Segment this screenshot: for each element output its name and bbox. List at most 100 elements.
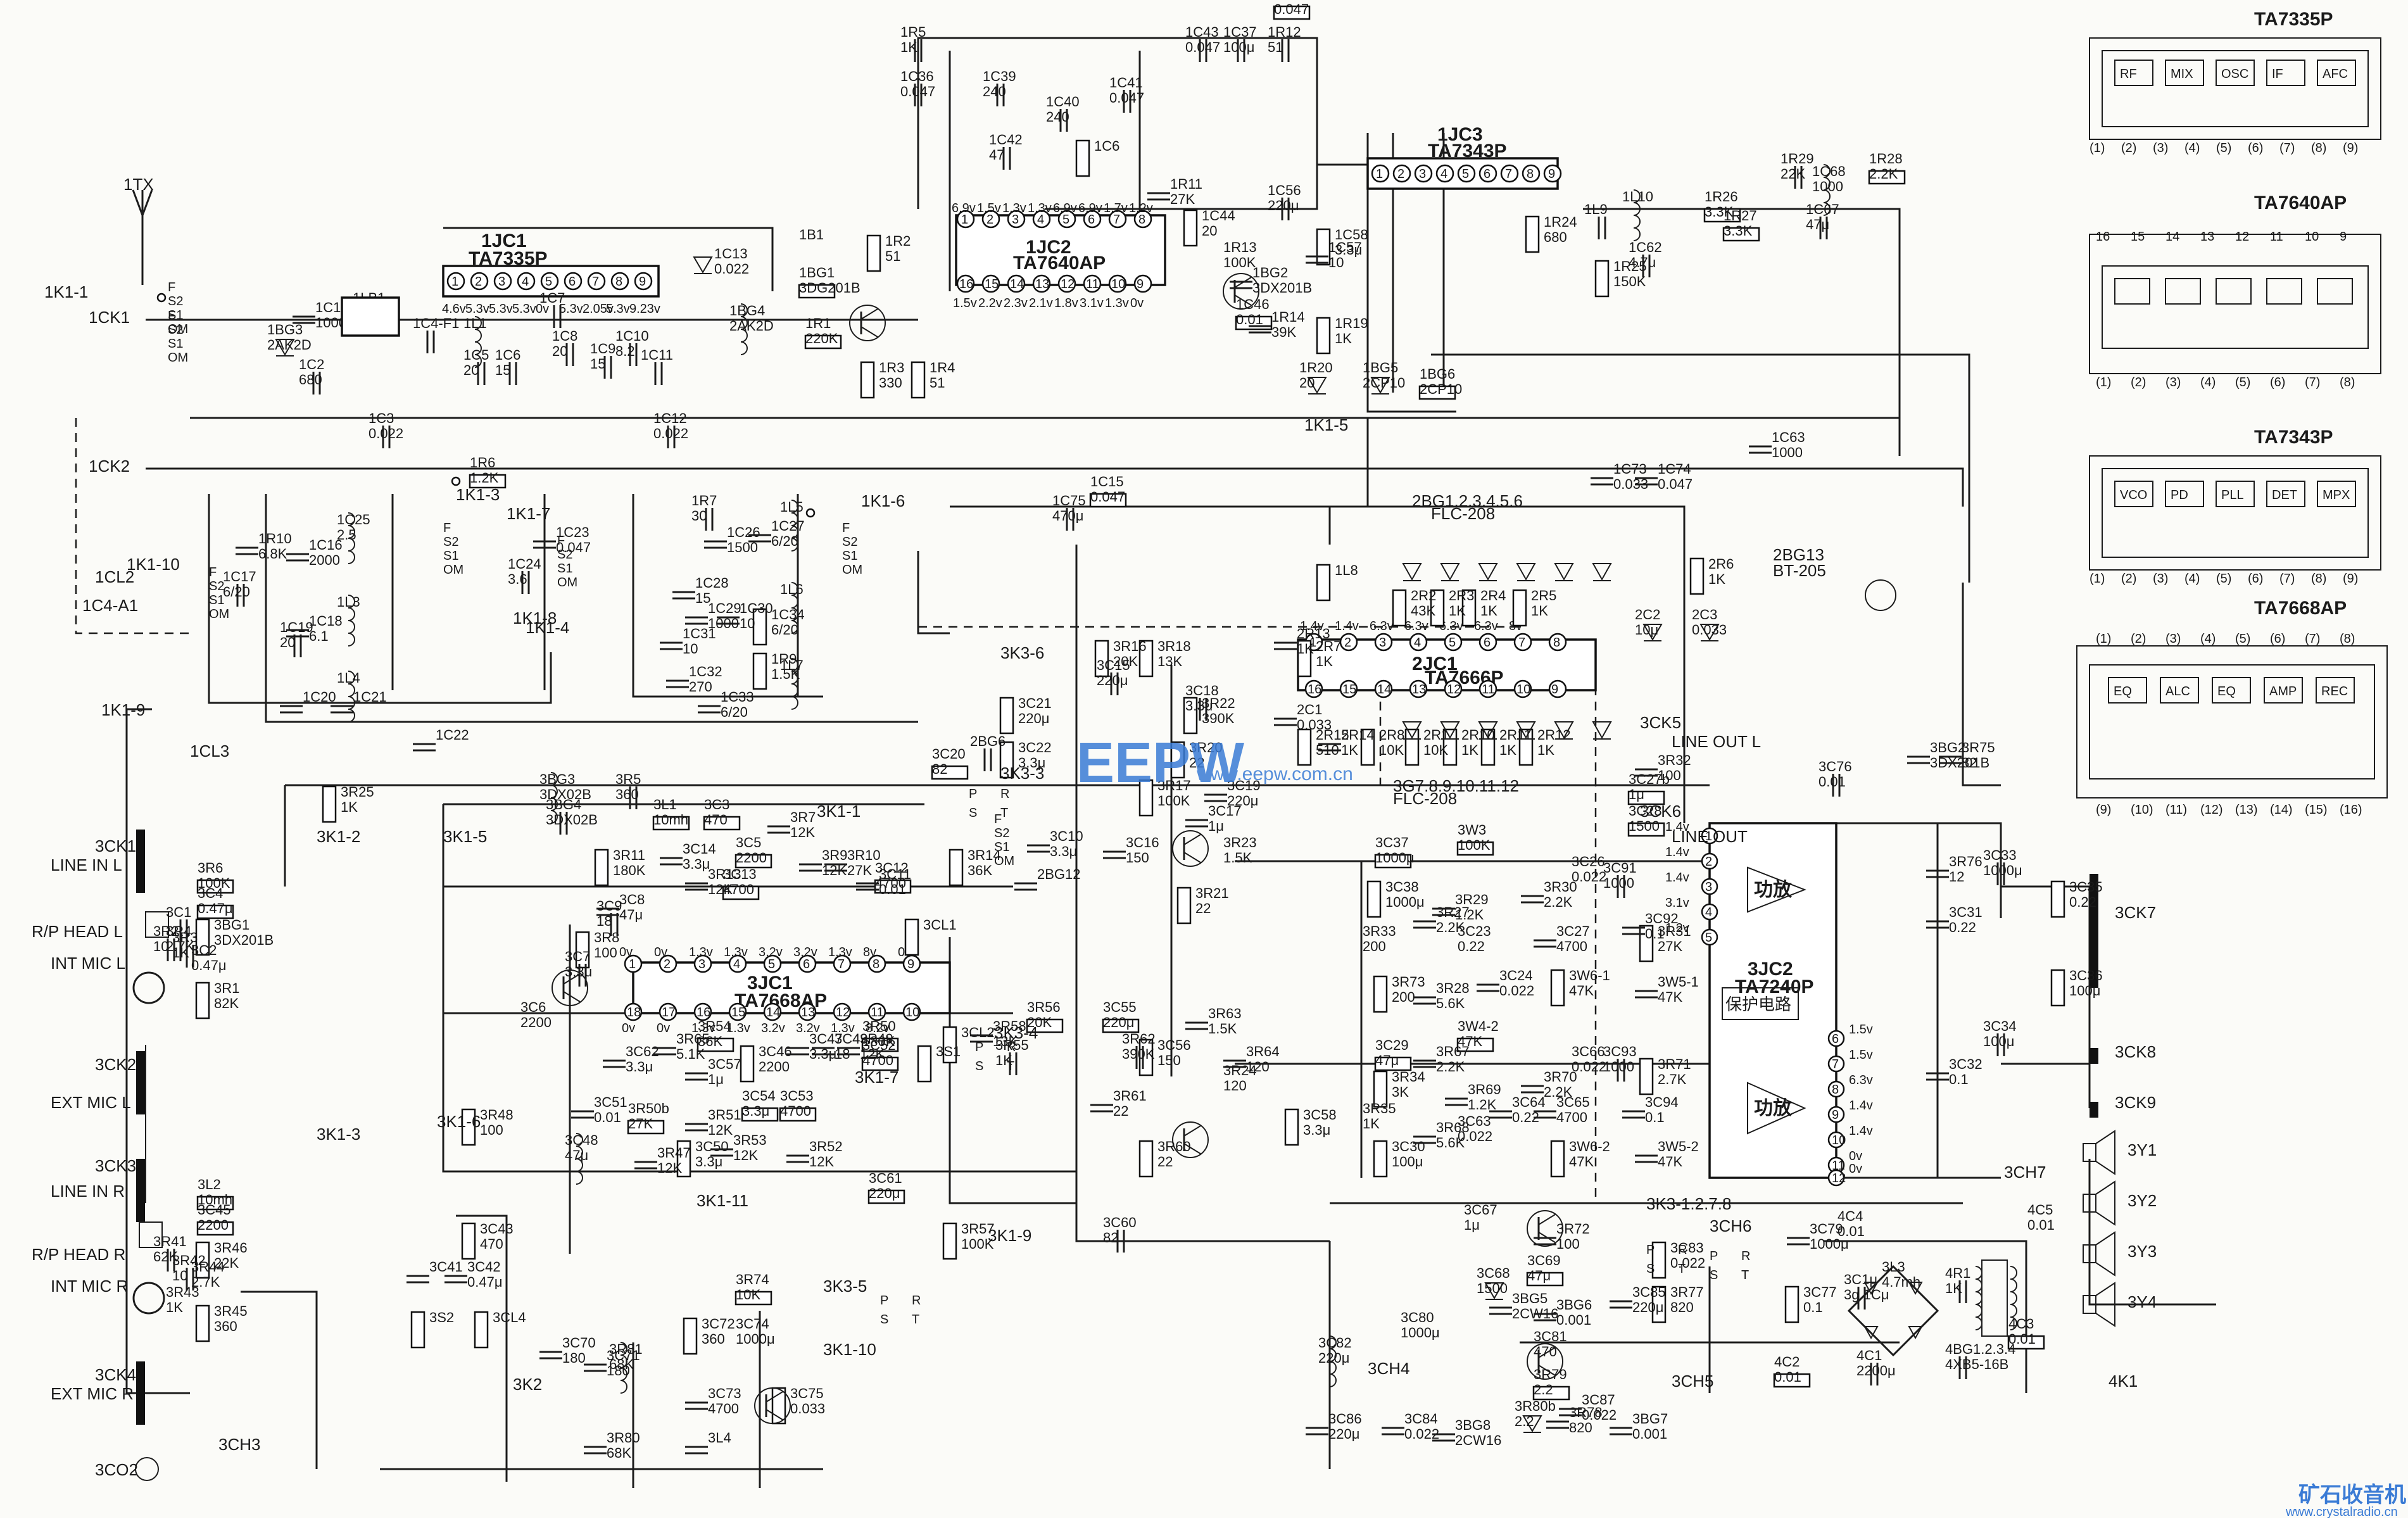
component-value: 1000 [1772, 445, 1803, 460]
component-ref: 3R43 [166, 1284, 199, 1300]
component-value: 150 [1126, 850, 1149, 866]
component-ref: 3C27 [1556, 923, 1590, 939]
component-ref: 3C19 [1227, 778, 1261, 793]
connector-line-out-l: LINE OUT L [1672, 732, 1761, 751]
resistor-symbol [752, 652, 767, 690]
component-ref: 3C17 [1208, 803, 1242, 819]
diode-symbol [1484, 1282, 1504, 1299]
coil-symbol [348, 512, 355, 564]
leds-layer [1402, 563, 1896, 740]
diode-symbol [1863, 1326, 1879, 1340]
component-value: 10K [736, 1287, 760, 1303]
component-value: 3.3μ [695, 1154, 722, 1170]
component-ref: 1C40 [1046, 94, 1080, 110]
component-value: 22 [1195, 900, 1211, 916]
component-ref: 3C63 [1458, 1113, 1491, 1129]
pin-voltage: 1.4v [1335, 619, 1359, 633]
ic-pin [1108, 274, 1127, 293]
ic-1jc2: 1JC2 TA7640AP 16.9v21.5v31.3v41.3v56.9v6… [952, 201, 1166, 310]
connector-ext-mic-l: EXT MIC L [51, 1093, 131, 1112]
component-ref: 3C65 [1556, 1094, 1590, 1110]
component-ref: 3R7 [790, 809, 816, 825]
resistor-symbol [867, 1189, 905, 1204]
inset-block [2160, 677, 2199, 704]
component-ref: 3R4 [166, 923, 191, 939]
component-ref: 1C36 [900, 68, 934, 84]
component-ref: 1R1 [805, 315, 831, 331]
component-value: 1K [1461, 742, 1478, 758]
resistor-symbol [1089, 493, 1127, 508]
component-value: 3.3K [1724, 223, 1753, 239]
inset-block-label: PD [2171, 488, 2188, 502]
component-value: 220μ [1227, 793, 1258, 809]
component-ref: 3R17 [1157, 778, 1191, 793]
resistor-symbol [627, 1120, 665, 1135]
inset-block [2108, 677, 2147, 704]
inset-pin-label: (8) [2340, 376, 2355, 389]
component-value: 47μ [619, 907, 643, 923]
component-value: 270 [689, 679, 712, 695]
led-symbol [1516, 563, 1536, 581]
resistor-symbol [741, 1107, 779, 1122]
component-value: 36K [698, 1033, 722, 1049]
ic-pin [1548, 679, 1567, 698]
pin-number: 3 [1012, 213, 1019, 227]
pin-voltage: 2.3v [1004, 296, 1028, 310]
component-value: 3.3μ [1018, 755, 1045, 771]
pin-number: 16 [697, 1006, 710, 1019]
component-ref: 3C10 [1050, 828, 1083, 844]
component-ref: 1BG6 [1420, 366, 1455, 382]
connector-c4a1: 1C4-A1 [82, 596, 138, 615]
component-ref: 1R3 [879, 360, 904, 376]
ic-pin [587, 272, 606, 291]
connector-cl2: 1CL2 [95, 567, 134, 586]
transistor-emitter [1183, 1143, 1201, 1154]
component-value: 1μ [1464, 1217, 1480, 1233]
component-value: 1000 [1603, 1059, 1634, 1075]
component-value: 51 [1268, 39, 1283, 55]
component-ref: 1BG5 [1363, 360, 1398, 376]
component-ref: 1C8 [552, 328, 577, 344]
component-ref: 1L10 [1622, 189, 1653, 205]
resistor-symbol [1183, 697, 1198, 735]
inset-pin-label: (7) [2279, 141, 2295, 155]
component-ref: 3R2 [153, 923, 179, 939]
antenna-icon [132, 189, 153, 285]
component-value: 82 [1962, 755, 1977, 771]
component-ref: 3C2 [191, 942, 217, 958]
component-ref: 1C2 [299, 357, 324, 372]
ic-pin [1304, 679, 1323, 698]
resistor-symbol [1430, 589, 1445, 627]
pin-number: 11 [871, 1006, 884, 1019]
component-value: 43K [1411, 603, 1435, 619]
component-value: 12K [733, 1147, 758, 1163]
component-ref: 3R80b [1515, 1398, 1556, 1414]
ic-pin [1371, 164, 1390, 183]
component-ref: 3C56 [1157, 1037, 1191, 1053]
component-value: 0.022 [714, 261, 749, 277]
component-value: 240 [983, 84, 1006, 99]
component-ref: 3BG1 [214, 917, 249, 933]
resistor-symbol [999, 741, 1014, 779]
component-value: 100μ [1223, 39, 1254, 55]
component-ref: 3C94 [1645, 1094, 1679, 1110]
component-value: 4700 [1556, 938, 1587, 954]
component-value: 10 [172, 1268, 187, 1284]
pin-number: 6 [1832, 1032, 1839, 1046]
component-value: 0.022 [1499, 983, 1534, 999]
ic-pin [693, 954, 712, 973]
coil-symbol [1975, 1266, 1983, 1330]
component-ref: 3R44 [191, 1259, 225, 1275]
resistor-symbol [410, 1311, 425, 1349]
inset-title: TA7343P [2254, 427, 2333, 448]
pin-number: 4 [1037, 213, 1044, 227]
inset-block-label: ALC [2165, 685, 2190, 698]
component-value: 82 [1103, 1230, 1118, 1246]
component-ref: 3C49 [835, 1031, 868, 1047]
component-value: 2200μ [1856, 1363, 1896, 1379]
connector-int-mic-r: INT MIC R [51, 1277, 128, 1296]
switch-position: S2 [209, 579, 224, 593]
inset-pin-label: (1) [2090, 572, 2105, 586]
component-value: 100 [480, 1122, 503, 1138]
resistor-symbol [1316, 228, 1331, 266]
